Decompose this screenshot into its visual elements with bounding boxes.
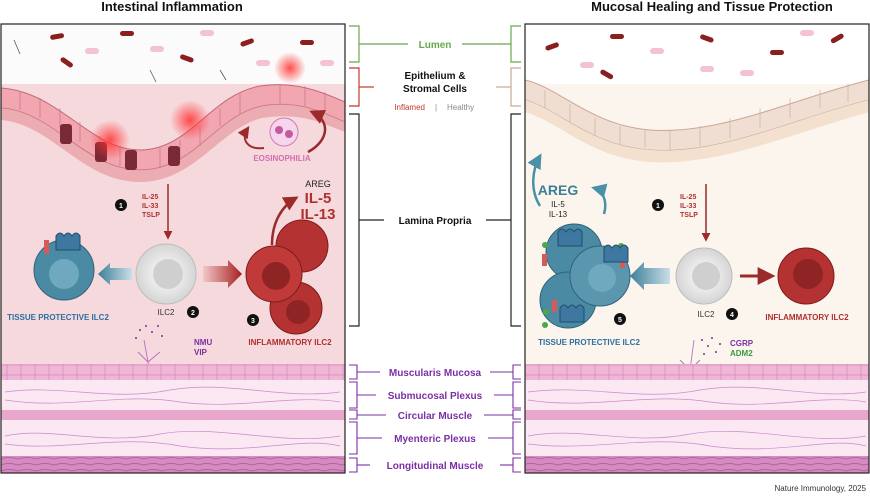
step-4-badge xyxy=(726,308,738,320)
to-protective-block-arrow xyxy=(98,263,132,285)
circular-muscle-label: Circular Muscle xyxy=(398,411,473,422)
right-panel-border xyxy=(524,23,870,474)
to-inflammatory-block-arrow xyxy=(203,260,242,288)
inflammation-hotspot xyxy=(170,100,210,140)
alarmin-il25: IL-25 xyxy=(142,194,158,201)
right-neuropeptide-adm2: ADM2 xyxy=(730,349,753,358)
lumen-label: Lumen xyxy=(419,40,452,51)
left-submucosal-plexus xyxy=(1,380,345,410)
right-panel-title: Mucosal Healing and Tissue Protection xyxy=(591,0,833,14)
step-5-number: 5 xyxy=(618,317,622,324)
right-areg-label: AREG xyxy=(538,182,579,198)
tissue-protective-ilc2-label: TISSUE PROTECTIVE ILC2 xyxy=(7,313,109,322)
state-separator: | xyxy=(435,103,437,112)
epithelium-bracket-right xyxy=(496,67,521,107)
lumen-bracket xyxy=(349,25,521,63)
right-il5-label: IL-5 xyxy=(551,200,565,209)
muscularis-mucosa-label: Muscularis Mucosa xyxy=(389,368,482,379)
right-lumen-microbes xyxy=(545,30,844,80)
left-neuropeptide-nmu: NMU xyxy=(194,338,212,347)
right-ilc2-nucleus xyxy=(692,262,720,290)
submucosal-plexus-label: Submucosal Plexus xyxy=(388,391,483,402)
inflammatory-ilc2-label: INFLAMMATORY ILC2 xyxy=(248,338,332,347)
left-neurotransmitter-dots xyxy=(135,325,163,339)
epithelium-label-line1: Epithelium & xyxy=(404,71,465,82)
right-longitudinal-muscle xyxy=(525,456,869,473)
right-submucosal-plexus xyxy=(525,380,869,410)
right-lumen-background xyxy=(525,24,869,84)
alarmin-il33: IL-33 xyxy=(142,203,158,210)
left-panel-title: Intestinal Inflammation xyxy=(101,0,243,14)
inflammatory-ilc2-cluster xyxy=(245,219,329,335)
left-plexus-fibers xyxy=(4,386,341,450)
step-2-badge xyxy=(187,306,199,318)
center-layer-legend: Lumen Epithelium & Stromal Cells Inflame… xyxy=(349,25,521,473)
alarmin-tslp: TSLP xyxy=(142,212,160,219)
inflamed-label: Inflamed xyxy=(394,103,425,112)
right-inflammatory-ilc2-nucleus xyxy=(793,259,823,289)
eosinophilia-label: EOSINOPHILIA xyxy=(253,154,311,163)
tissue-protective-ilc2-nucleus xyxy=(49,259,79,289)
left-circular-muscle xyxy=(1,410,345,420)
right-plexus-fibers xyxy=(527,386,867,450)
right-to-protective-block-arrow xyxy=(630,262,670,290)
inflammation-hotspot xyxy=(90,120,130,160)
eosinophil-cell xyxy=(269,117,299,147)
protective-output-arrow xyxy=(591,183,608,215)
left-areg-label: AREG xyxy=(305,179,331,189)
right-tissue-protective-ilc2-label: TISSUE PROTECTIVE ILC2 xyxy=(538,338,640,347)
lamina-propria-label: Lamina Propria xyxy=(399,216,472,227)
left-il13-label: IL-13 xyxy=(300,206,335,223)
right-neuropeptide-cgrp: CGRP xyxy=(730,339,754,348)
right-cell-dividers xyxy=(544,84,849,150)
ilc2-label: ILC2 xyxy=(158,308,175,317)
right-receptor-icon xyxy=(557,228,629,323)
right-neurotransmitter-dots xyxy=(701,337,721,355)
right-step-1-badge xyxy=(652,199,664,211)
myenteric-plexus-label: Myenteric Plexus xyxy=(394,434,476,445)
right-inflammatory-ilc2-label: INFLAMMATORY ILC2 xyxy=(765,313,849,322)
left-myenteric-plexus xyxy=(1,420,345,456)
receptor-icon xyxy=(44,232,81,254)
step-3-badge xyxy=(247,314,259,326)
step-1-number: 1 xyxy=(119,203,123,210)
right-stromal-layer xyxy=(525,100,869,163)
ilc2-nucleus xyxy=(153,259,183,289)
right-ilc2-label: ILC2 xyxy=(698,310,715,319)
left-panel: EOSINOPHILIA 1 IL-25 IL-33 TSLP ILC2 2 T… xyxy=(0,23,346,474)
left-longitudinal-muscle xyxy=(1,456,345,473)
left-stromal-layer xyxy=(1,104,345,182)
right-step-1-number: 1 xyxy=(656,203,660,210)
right-alarmin-il33: IL-33 xyxy=(680,203,696,210)
right-panel: AREG IL-5 IL-13 1 IL-25 IL-33 TSLP ILC2 … xyxy=(524,23,870,474)
right-circular-muscle xyxy=(525,410,869,420)
right-il13-label: IL-13 xyxy=(549,210,568,219)
step-2-number: 2 xyxy=(191,310,195,317)
left-muscularis-mucosa xyxy=(1,364,345,380)
step-4-number: 4 xyxy=(730,312,734,319)
longitudinal-muscle-label: Longitudinal Muscle xyxy=(387,461,484,472)
epithelium-label-line2: Stromal Cells xyxy=(403,84,467,95)
right-alarmin-tslp: TSLP xyxy=(680,212,698,219)
step-5-badge xyxy=(614,313,626,325)
left-lumen-microbes xyxy=(13,30,334,83)
epithelium-bracket-left xyxy=(349,67,374,107)
step-3-number: 3 xyxy=(251,318,255,325)
left-il5-label: IL-5 xyxy=(305,190,332,207)
right-muscularis-mucosa xyxy=(525,364,869,380)
left-neuropeptide-vip: VIP xyxy=(194,348,208,357)
healthy-label: Healthy xyxy=(447,103,474,112)
muscle-layer-brackets xyxy=(349,364,521,473)
left-panel-border xyxy=(0,23,346,474)
cytokine-to-eosinophil-arrow xyxy=(307,110,327,154)
inflammatory-output-arrow xyxy=(270,196,299,246)
lamina-propria-bracket xyxy=(349,113,521,327)
step-1-badge xyxy=(115,199,127,211)
right-alarmin-il25: IL-25 xyxy=(680,194,696,201)
eosinophil-recruit-arrow xyxy=(237,126,265,150)
figure-credit: Nature Immunology, 2025 xyxy=(775,484,867,493)
areg-repair-arrow xyxy=(527,153,542,207)
inflammation-hotspot xyxy=(274,52,306,84)
